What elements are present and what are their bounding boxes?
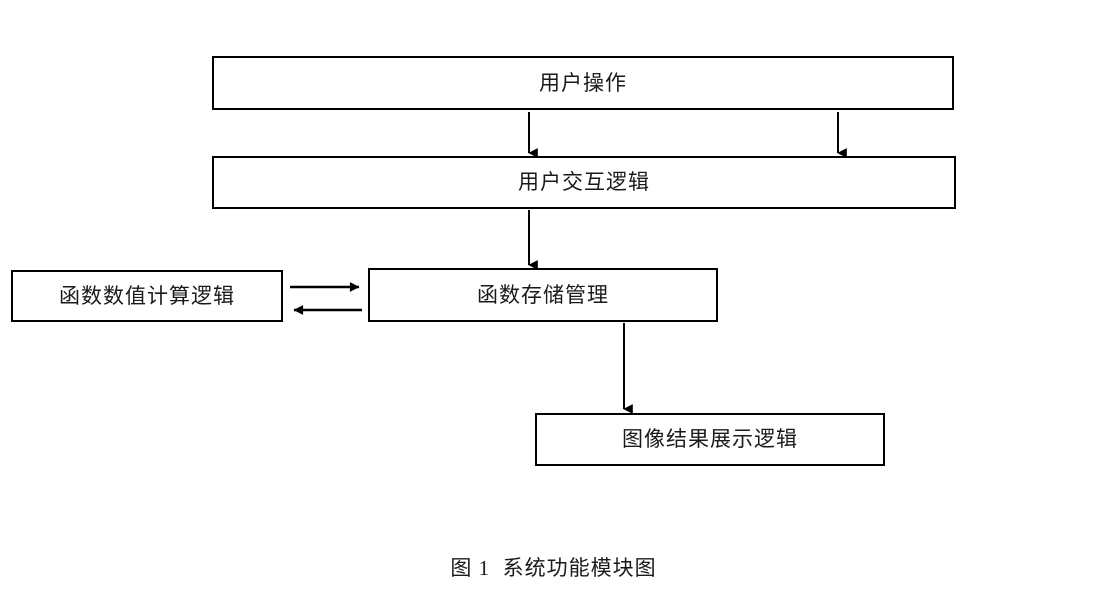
node-user-interaction-logic[interactable]: 用户交互逻辑 [212, 156, 956, 209]
node-user-interaction-logic-label: 用户交互逻辑 [518, 170, 650, 194]
node-function-numeric-computation-logic[interactable]: 函数数值计算逻辑 [11, 270, 283, 322]
node-function-storage-management-label: 函数存储管理 [477, 282, 609, 307]
node-function-storage-management[interactable]: 函数存储管理 [368, 268, 718, 322]
node-user-operation[interactable]: 用户操作 [212, 56, 954, 110]
node-image-result-display-logic-label: 图像结果展示逻辑 [622, 427, 798, 451]
node-function-numeric-computation-logic-label: 函数数值计算逻辑 [59, 283, 235, 308]
figure-caption: 图 1 系统功能模块图 [450, 556, 657, 580]
node-image-result-display-logic[interactable]: 图像结果展示逻辑 [535, 413, 885, 466]
node-user-operation-label: 用户操作 [539, 70, 627, 95]
